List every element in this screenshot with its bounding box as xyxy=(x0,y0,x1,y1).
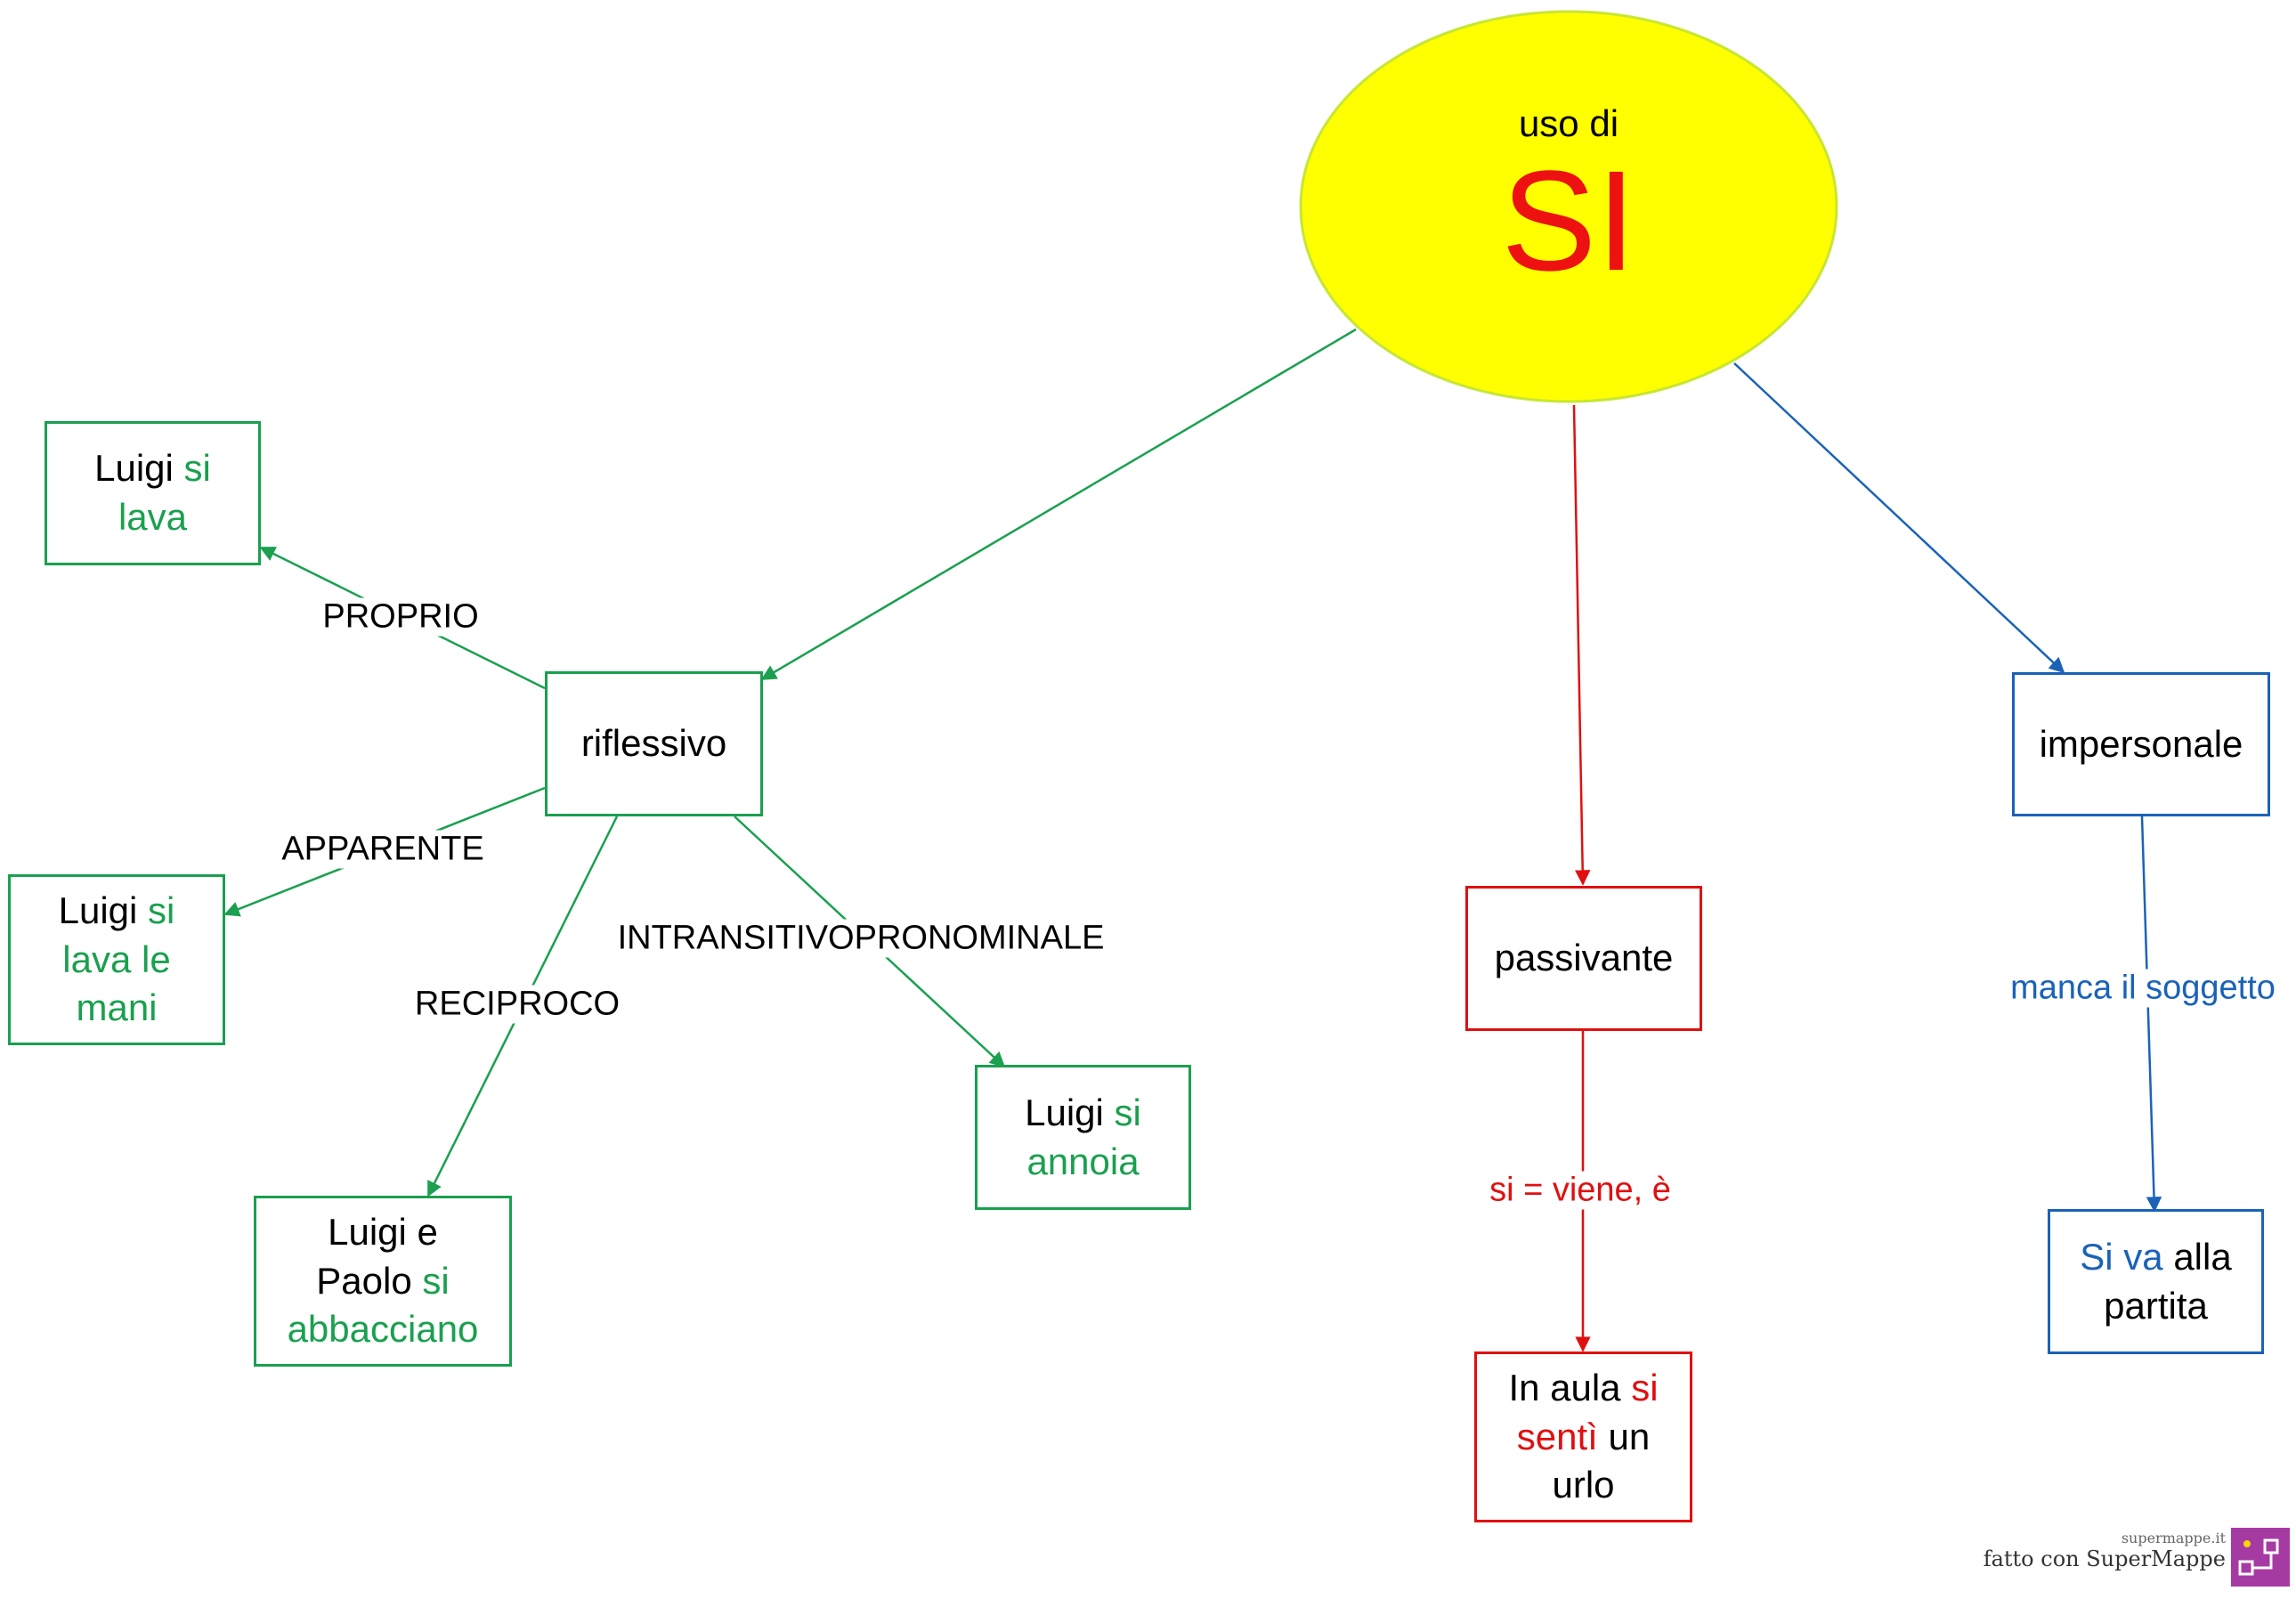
node-riflessivo: riflessivo xyxy=(545,671,763,816)
highlighted-text: mani xyxy=(76,986,158,1029)
footer-site: supermappe.it xyxy=(2121,1530,2226,1546)
root-ellipse xyxy=(1299,10,1838,403)
node-riflessivo-label: riflessivo xyxy=(580,722,727,765)
plain-text: Luigi xyxy=(94,447,184,490)
highlighted-text: lava xyxy=(118,496,188,538)
node-example-intransitivo: Luigi si annoia xyxy=(975,1065,1191,1210)
node-example-reciproco: Luigi e Paolo si abbacciano xyxy=(254,1196,512,1367)
example-proprio-text: Luigi si lava xyxy=(94,444,211,541)
node-impersonale: impersonale xyxy=(2012,672,2270,816)
edge-si-riflessivo xyxy=(760,328,1357,681)
plain-text: Luigi xyxy=(58,889,149,932)
edge-label-reciproco: RECIPROCO xyxy=(410,985,624,1024)
plain-text: Paolo xyxy=(316,1259,423,1302)
edge-label-apparente: APPARENTE xyxy=(278,830,488,869)
plain-text: alla xyxy=(2162,1235,2232,1278)
edge-label-intransitivo: INTRANSITIVOPRONOMINALE xyxy=(613,919,1108,958)
node-example-apparente: Luigi si lava le mani xyxy=(8,874,225,1045)
highlighted-text: si xyxy=(422,1259,450,1302)
highlighted-text: si xyxy=(1631,1367,1659,1409)
plain-text: urlo xyxy=(1552,1464,1615,1506)
root-title: SI xyxy=(1501,141,1636,300)
highlighted-text: si xyxy=(148,889,175,932)
plain-text: In aula xyxy=(1508,1367,1632,1409)
footer-made-with: fatto con SuperMappe xyxy=(1983,1546,2226,1571)
highlighted-text: abbacciano xyxy=(287,1308,479,1351)
edge-impersonale-example xyxy=(2140,816,2162,1213)
footer-credit: supermappe.it fatto con SuperMappe xyxy=(1976,1530,2226,1571)
node-passivante-label: passivante xyxy=(1494,937,1674,979)
highlighted-text: si xyxy=(183,447,211,490)
example-apparente-text: Luigi si lava le mani xyxy=(59,887,175,1033)
example-impersonale-text: Si va alla partita xyxy=(2080,1233,2231,1330)
edge-label-impersonale: manca il soggetto xyxy=(2007,969,2279,1008)
node-passivante: passivante xyxy=(1465,886,1702,1031)
supermappe-logo-icon xyxy=(2231,1528,2290,1587)
edge-si-impersonale xyxy=(1733,362,2065,674)
node-example-impersonale: Si va alla partita xyxy=(2048,1209,2264,1354)
node-example-proprio: Luigi si lava xyxy=(45,421,261,565)
plain-text: partita xyxy=(2104,1284,2208,1327)
edge-si-passivante xyxy=(1572,404,1591,886)
root-caption: uso di xyxy=(1518,102,1619,144)
edge-label-proprio: PROPRIO xyxy=(319,597,483,637)
highlighted-text: annoia xyxy=(1026,1140,1140,1182)
highlighted-text: si xyxy=(1114,1091,1141,1133)
node-impersonale-label: impersonale xyxy=(2039,722,2243,765)
highlighted-text: lava le xyxy=(62,937,171,980)
example-intransitivo-text: Luigi si annoia xyxy=(1025,1089,1141,1186)
edge-label-passivante: si = viene, è xyxy=(1486,1171,1675,1210)
plain-text: un xyxy=(1597,1415,1651,1457)
plain-text: Luigi xyxy=(1025,1091,1115,1133)
example-reciproco-text: Luigi e Paolo si abbacciano xyxy=(288,1208,479,1354)
highlighted-text: sentì xyxy=(1516,1415,1598,1457)
highlighted-text: Si va xyxy=(2080,1235,2163,1278)
plain-text: Luigi e xyxy=(328,1211,438,1254)
